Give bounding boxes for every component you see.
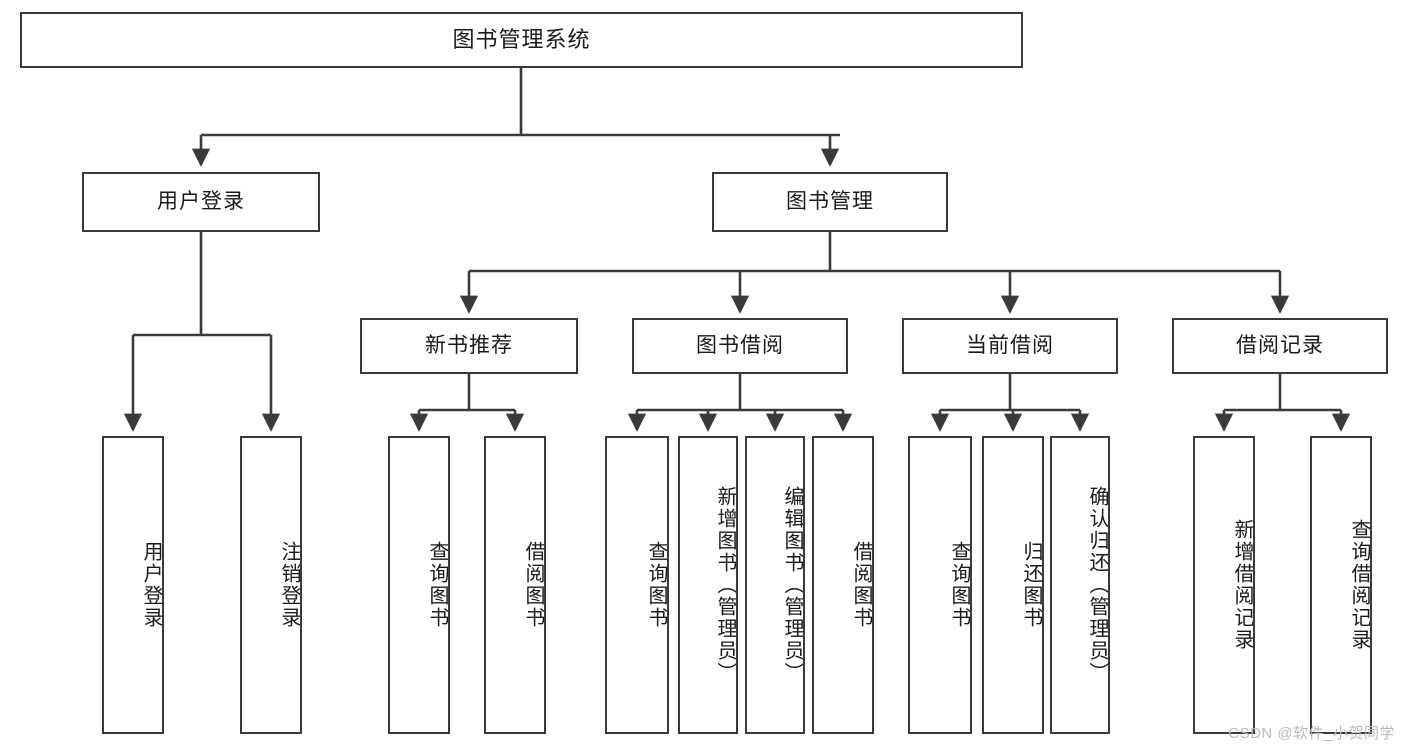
node-label: 查询图书 <box>948 541 970 629</box>
node-leaf-bb-borrow[interactable]: 借阅图书 <box>812 436 874 734</box>
node-book-borrow[interactable]: 图书借阅 <box>632 318 848 374</box>
node-label: 借阅图书 <box>850 541 872 629</box>
node-label: 用户登录 <box>140 541 162 629</box>
node-label: 借阅记录 <box>1236 334 1324 358</box>
node-leaf-rec-query[interactable]: 查询图书 <box>388 436 450 734</box>
node-root[interactable]: 图书管理系统 <box>20 12 1023 68</box>
node-leaf-user-login[interactable]: 用户登录 <box>102 436 164 734</box>
node-label: 新增图书（管理员） <box>714 486 736 684</box>
node-label: 新增借阅记录 <box>1231 519 1253 651</box>
node-leaf-br-add[interactable]: 新增借阅记录 <box>1193 436 1255 734</box>
node-leaf-rec-borrow[interactable]: 借阅图书 <box>484 436 546 734</box>
node-label: 新书推荐 <box>425 334 513 358</box>
node-leaf-user-logout[interactable]: 注销登录 <box>240 436 302 734</box>
node-current-borrow[interactable]: 当前借阅 <box>902 318 1118 374</box>
node-leaf-cb-query[interactable]: 查询图书 <box>908 436 972 734</box>
node-label: 当前借阅 <box>966 334 1054 358</box>
node-label: 图书管理 <box>786 190 874 214</box>
node-label: 用户登录 <box>157 190 245 214</box>
node-label: 借阅图书 <box>522 541 544 629</box>
node-leaf-cb-confirm[interactable]: 确认归还（管理员） <box>1050 436 1110 734</box>
node-leaf-bb-edit[interactable]: 编辑图书（管理员） <box>745 436 805 734</box>
node-leaf-br-query[interactable]: 查询借阅记录 <box>1310 436 1372 734</box>
watermark: CSDN @软件_小贺同学 <box>1228 725 1395 742</box>
node-label: 图书管理系统 <box>452 26 591 52</box>
node-borrow-record[interactable]: 借阅记录 <box>1172 318 1388 374</box>
node-book-manage[interactable]: 图书管理 <box>712 172 948 232</box>
node-label: 查询图书 <box>645 541 667 629</box>
node-label: 编辑图书（管理员） <box>781 486 803 684</box>
node-label: 查询图书 <box>426 541 448 629</box>
node-label: 确认归还（管理员） <box>1086 486 1108 684</box>
node-label: 图书借阅 <box>696 334 784 358</box>
node-leaf-bb-query[interactable]: 查询图书 <box>605 436 669 734</box>
node-leaf-cb-return[interactable]: 归还图书 <box>982 436 1044 734</box>
node-label: 注销登录 <box>278 541 300 629</box>
node-label: 归还图书 <box>1020 541 1042 629</box>
node-user-login[interactable]: 用户登录 <box>82 172 320 232</box>
node-leaf-bb-add[interactable]: 新增图书（管理员） <box>678 436 738 734</box>
node-label: 查询借阅记录 <box>1348 519 1370 651</box>
node-new-book-rec[interactable]: 新书推荐 <box>360 318 578 374</box>
